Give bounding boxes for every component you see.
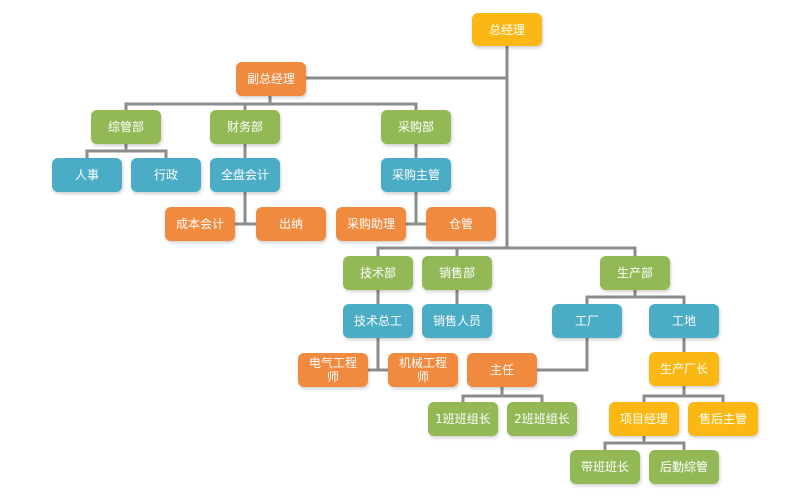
node-label: 行政 [153,168,178,182]
node-gongchang: 工厂 [552,304,622,338]
node-xiaoshou: 销售部 [422,256,492,290]
node-chuna: 出纳 [256,207,326,241]
node-cgzhuli: 采购助理 [336,207,406,241]
node-label: 采购助理 [346,217,395,231]
node-banzu2: 2班班组长 [507,402,577,436]
node-label: 技术总工 [353,314,402,328]
node-daiban: 带班班长 [570,450,640,484]
node-label: 出纳 [278,217,303,231]
node-label: 人事 [74,168,99,182]
node-label: 销售部 [438,266,475,280]
node-shengchan: 生产部 [600,256,670,290]
node-shzg: 售后主管 [688,402,758,436]
node-chengben: 成本会计 [165,207,235,241]
node-caigou: 采购部 [381,110,451,144]
node-houqin: 后勤综管 [649,450,719,484]
node-label: 仓管 [448,217,473,231]
node-label: 采购主管 [391,168,440,182]
node-xmjl: 项目经理 [609,402,679,436]
node-dianqi: 电气工程 师 [298,353,368,387]
node-zongguan: 综管部 [91,110,161,144]
node-label: 综管部 [107,120,144,134]
node-label: 生产部 [616,266,653,280]
node-label: 带班班长 [580,460,629,474]
node-caiwu: 财务部 [210,110,280,144]
node-jishu: 技术部 [343,256,413,290]
node-label: 主任 [489,363,514,377]
node-xingzheng: 行政 [131,158,201,192]
node-renshi: 人事 [52,158,122,192]
node-sccz: 生产厂长 [649,352,719,386]
node-label: 生产厂长 [659,362,708,376]
node-label: 2班班组长 [514,412,570,426]
node-xsrenyuan: 销售人员 [422,304,492,338]
node-gongdi: 工地 [649,304,719,338]
node-label: 副总经理 [246,72,295,86]
node-label: 财务部 [226,120,263,134]
node-label: 采购部 [397,120,434,134]
node-jishuzong: 技术总工 [343,304,413,338]
node-vgm: 副总经理 [236,62,306,96]
node-quanpan: 全盘会计 [210,158,280,192]
node-label: 机械工程 师 [398,356,447,384]
node-label: 项目经理 [619,412,668,426]
node-label: 总经理 [488,22,525,37]
node-label: 工厂 [574,314,599,328]
node-gm: 总经理 [472,13,542,46]
node-cgzhuguan: 采购主管 [381,158,451,192]
node-label: 1班班组长 [435,412,491,426]
node-cangguan: 仓管 [426,207,496,241]
node-zhuren: 主任 [467,353,537,387]
node-label: 电气工程 师 [308,356,357,384]
node-jixie: 机械工程 师 [388,353,458,387]
node-label: 后勤综管 [659,460,708,474]
node-banzu1: 1班班组长 [428,402,498,436]
node-label: 售后主管 [698,412,747,426]
node-label: 销售人员 [432,314,481,328]
node-label: 工地 [671,314,696,328]
node-label: 技术部 [359,266,396,280]
node-label: 全盘会计 [220,168,269,182]
node-label: 成本会计 [175,217,224,231]
